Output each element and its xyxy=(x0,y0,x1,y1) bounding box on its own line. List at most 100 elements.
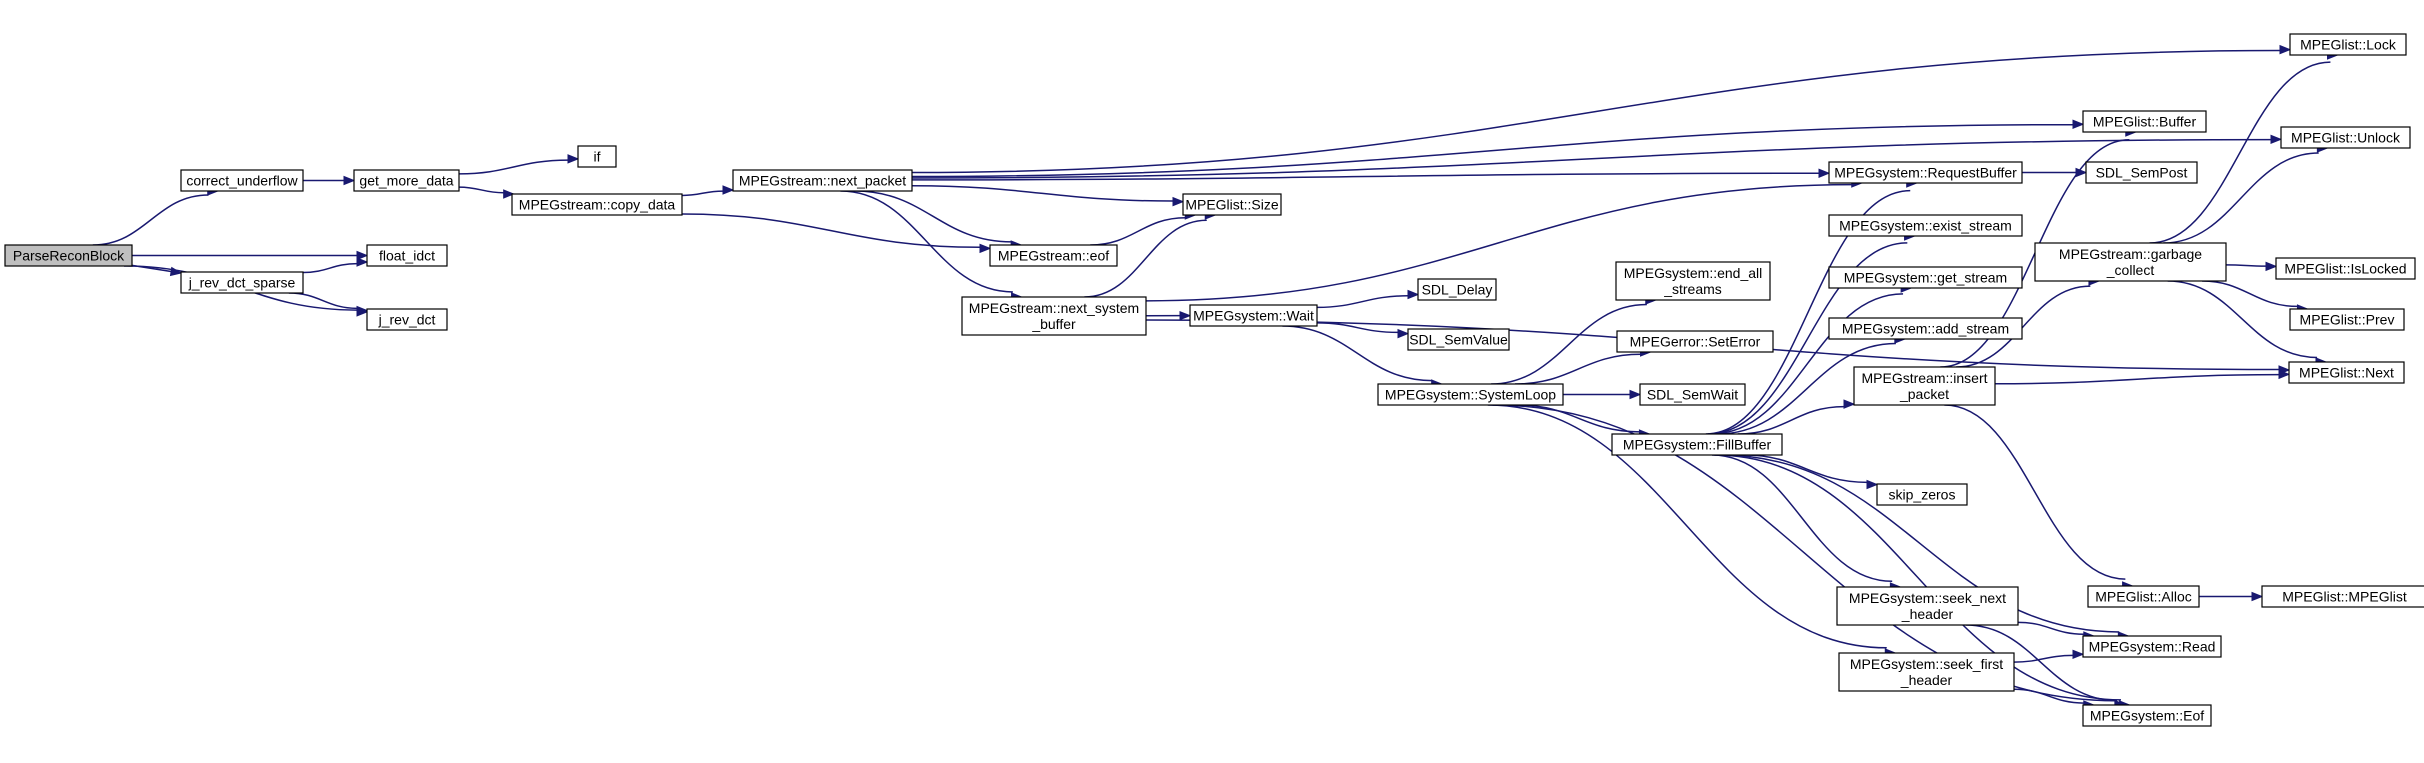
call-edge-next-packet-to-list-unlock xyxy=(911,134,2283,179)
function-node-exist-stream[interactable]: MPEGsystem::exist_stream xyxy=(1828,214,2023,237)
function-node-insert-packet[interactable]: MPEGstream::insert_packet xyxy=(1853,366,1996,406)
function-node-sdl-semvalue[interactable]: SDL_SemValue xyxy=(1407,328,1510,351)
node-label: MPEGstream::next_packet xyxy=(739,173,906,189)
edge-line xyxy=(1707,242,1908,435)
call-edge-sys-wait-to-sdl-delay xyxy=(1316,289,1420,309)
function-node-float-idct[interactable]: float_idct xyxy=(366,244,448,267)
node-box xyxy=(353,169,460,192)
function-node-list-size[interactable]: MPEGlist::Size xyxy=(1182,193,1282,216)
node-label: MPEGlist::Next xyxy=(2299,365,2394,381)
edge-line xyxy=(1518,404,1640,433)
function-node-get-stream[interactable]: MPEGsystem::get_stream xyxy=(1828,266,2023,289)
edge-line xyxy=(1487,404,1887,649)
node-label: MPEGsystem::Read xyxy=(2089,639,2216,655)
node-label: SDL_Delay xyxy=(1422,282,1493,298)
node-label: skip_zeros xyxy=(1889,487,1956,503)
node-label: j_rev_dct xyxy=(378,312,436,328)
edge-line xyxy=(911,184,1174,202)
call-edge-copy-data-to-next-packet xyxy=(681,185,735,197)
edge-arrowhead xyxy=(1629,389,1642,400)
node-label: _header xyxy=(1901,606,1954,622)
function-node-list-ctor[interactable]: MPEGlist::MPEGlist xyxy=(2261,585,2424,608)
node-label: MPEGsystem::add_stream xyxy=(1842,321,2009,337)
edge-line xyxy=(1994,373,2280,385)
node-box xyxy=(2085,161,2198,184)
function-node-parsereconblock[interactable]: ParseReconBlock xyxy=(4,244,133,267)
function-node-sys-wait[interactable]: MPEGsystem::Wait xyxy=(1189,304,1318,327)
node-label: MPEGsystem::end_all xyxy=(1624,265,1763,281)
edge-line xyxy=(681,213,981,249)
node-box xyxy=(577,145,617,168)
call-edge-fillbuffer-to-insert-packet xyxy=(1737,399,1856,435)
function-node-list-islocked[interactable]: MPEGlist::IsLocked xyxy=(2275,257,2416,280)
function-node-next-packet[interactable]: MPEGstream::next_packet xyxy=(732,169,913,192)
function-node-stream-eof[interactable]: MPEGstream::eof xyxy=(989,244,1118,267)
function-node-next-system-buffer[interactable]: MPEGstream::next_system_buffer xyxy=(961,296,1147,336)
call-edge-insert-packet-to-list-next xyxy=(1994,369,2291,385)
function-node-end-all-streams[interactable]: MPEGsystem::end_all_streams xyxy=(1615,261,1771,301)
edge-arrowhead xyxy=(356,257,369,267)
function-node-list-unlock[interactable]: MPEGlist::Unlock xyxy=(2280,126,2411,149)
node-box xyxy=(1876,483,1968,506)
node-box xyxy=(180,169,304,192)
function-node-copy-data[interactable]: MPEGstream::copy_data xyxy=(511,193,683,216)
edge-line xyxy=(911,49,2281,174)
function-node-systemloop[interactable]: MPEGsystem::SystemLoop xyxy=(1377,383,1564,406)
edge-line xyxy=(1720,454,2120,633)
function-node-seterror[interactable]: MPEGerror::SetError xyxy=(1616,330,1774,353)
node-box xyxy=(1828,317,2023,340)
edge-line xyxy=(2225,264,2267,267)
function-node-sys-eof[interactable]: MPEGsystem::Eof xyxy=(2082,704,2212,727)
node-label: MPEGlist::Alloc xyxy=(2095,589,2191,605)
node-label: MPEGsystem::Wait xyxy=(1193,308,1314,324)
node-box xyxy=(2289,33,2407,56)
node-label: SDL_SemPost xyxy=(2096,165,2188,181)
function-node-fillbuffer[interactable]: MPEGsystem::FillBuffer xyxy=(1611,433,1783,456)
edge-line xyxy=(2013,688,2084,704)
function-node-seek-next-header[interactable]: MPEGsystem::seek_next_header xyxy=(1836,586,2019,626)
function-node-correct-underflow[interactable]: correct_underflow xyxy=(180,169,304,192)
call-edge-next-packet-to-requestbuffer xyxy=(911,168,1831,181)
function-node-list-next[interactable]: MPEGlist::Next xyxy=(2288,361,2405,384)
function-node-list-prev[interactable]: MPEGlist::Prev xyxy=(2289,308,2405,331)
call-edge-parsereconblock-to-float-idct xyxy=(132,250,369,261)
function-node-list-alloc[interactable]: MPEGlist::Alloc xyxy=(2087,585,2200,608)
node-box xyxy=(366,244,448,267)
function-node-if[interactable]: if xyxy=(577,145,617,168)
edge-arrowhead xyxy=(1866,479,1879,490)
call-edge-sys-wait-to-sdl-semvalue xyxy=(1316,322,1410,339)
node-box xyxy=(989,244,1118,267)
node-box xyxy=(1828,161,2023,184)
node-label: _packet xyxy=(1899,386,1949,402)
edge-line xyxy=(1705,189,1911,435)
function-node-requestbuffer[interactable]: MPEGsystem::RequestBuffer xyxy=(1828,161,2023,184)
call-edge-copy-data-to-stream-eof xyxy=(681,213,992,254)
edge-line xyxy=(1514,353,1641,385)
function-node-list-lock[interactable]: MPEGlist::Lock xyxy=(2289,33,2407,56)
call-edge-fillbuffer-to-skip-zeros xyxy=(1744,454,1879,490)
function-node-seek-first-header[interactable]: MPEGsystem::seek_first_header xyxy=(1838,652,2015,692)
edge-line xyxy=(1711,454,1893,583)
node-label: MPEGsystem::seek_first xyxy=(1850,656,2003,672)
function-node-j-rev-dct-sparse[interactable]: j_rev_dct_sparse xyxy=(180,271,304,294)
function-node-skip-zeros[interactable]: skip_zeros xyxy=(1876,483,1968,506)
function-node-garbage-collect[interactable]: MPEGstream::garbage_collect xyxy=(2034,242,2227,282)
edge-arrowhead xyxy=(2278,369,2291,380)
function-node-list-buffer[interactable]: MPEGlist::Buffer xyxy=(2082,110,2207,133)
function-node-j-rev-dct[interactable]: j_rev_dct xyxy=(366,308,448,331)
function-node-get-more-data[interactable]: get_more_data xyxy=(353,169,460,192)
function-node-add-stream[interactable]: MPEGsystem::add_stream xyxy=(1828,317,2023,340)
node-box xyxy=(2034,242,2227,282)
node-label: MPEGstream::eof xyxy=(998,248,1109,264)
edge-line xyxy=(1956,285,2091,368)
node-box xyxy=(2289,308,2405,331)
node-box xyxy=(511,193,683,216)
edge-line xyxy=(2149,61,2331,244)
function-node-sdl-sempost[interactable]: SDL_SemPost xyxy=(2085,161,2198,184)
call-edge-j-rev-dct-sparse-to-j-rev-dct xyxy=(288,292,369,316)
function-node-sdl-semwait[interactable]: SDL_SemWait xyxy=(1639,383,1746,406)
function-node-sdl-delay[interactable]: SDL_Delay xyxy=(1417,278,1497,301)
node-box xyxy=(366,308,448,331)
function-node-sys-read[interactable]: MPEGsystem::Read xyxy=(2082,635,2222,658)
node-box xyxy=(732,169,913,192)
